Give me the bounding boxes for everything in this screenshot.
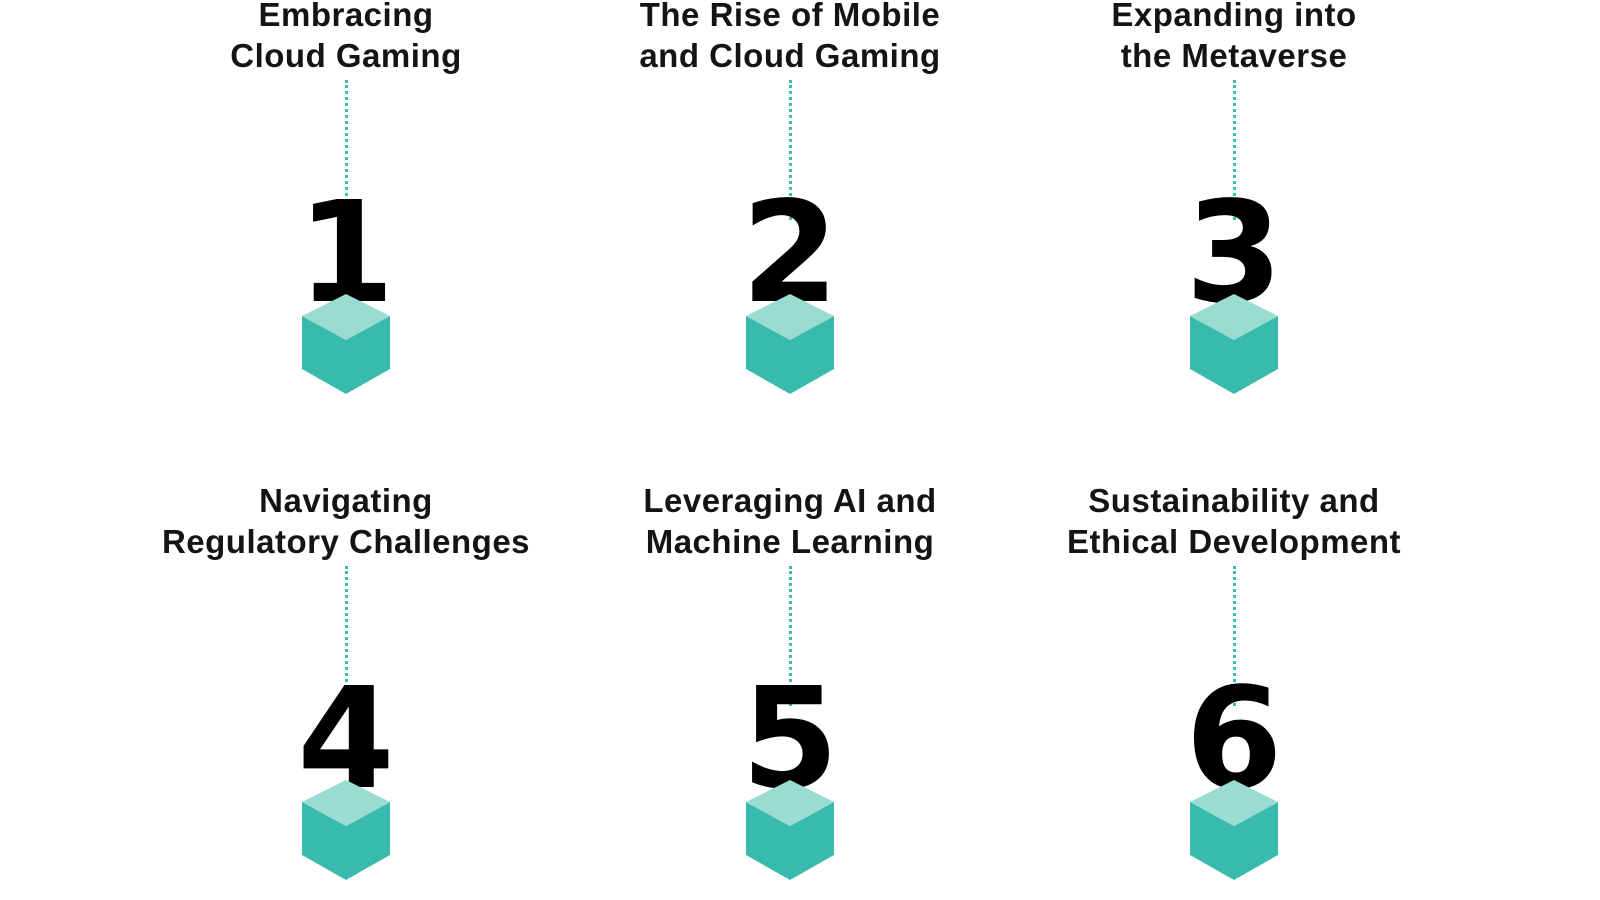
step-2-connector-line [789,80,792,220]
cube-icon [746,780,834,880]
step-5-title: Leveraging AI and Machine Learning [560,480,1020,562]
step-4: Navigating Regulatory Challenges 4 [116,480,576,900]
step-3-title: Expanding into the Metaverse [1004,0,1464,76]
step-1: Embracing Cloud Gaming 1 [116,0,576,414]
step-1-title: Embracing Cloud Gaming [116,0,576,76]
step-2-title-line2: and Cloud Gaming [639,37,941,74]
step-1-title-line1: Embracing [258,0,434,33]
step-2-title-line1: The Rise of Mobile [639,0,941,33]
cube-icon [1190,780,1278,880]
step-3-title-line2: the Metaverse [1120,37,1348,74]
step-1-title-line2: Cloud Gaming [230,37,462,74]
step-3-title-line1: Expanding into [1111,0,1357,33]
step-5-title-line2: Machine Learning [645,523,935,560]
step-5: Leveraging AI and Machine Learning 5 [560,480,1020,900]
cube-icon [302,780,390,880]
step-4-connector-line [345,566,348,706]
cube-icon [302,294,390,394]
step-3: Expanding into the Metaverse 3 [1004,0,1464,414]
step-6-title: Sustainability and Ethical Development [1004,480,1464,562]
step-5-title-line1: Leveraging AI and [643,482,937,519]
step-4-title-line1: Navigating [259,482,433,519]
cube-icon [1190,294,1278,394]
step-6-title-line1: Sustainability and [1088,482,1380,519]
step-1-connector-line [345,80,348,220]
step-6-title-line2: Ethical Development [1066,523,1402,560]
cube-icon [746,294,834,394]
step-3-connector-line [1233,80,1236,220]
step-4-title: Navigating Regulatory Challenges [116,480,576,562]
step-6-connector-line [1233,566,1236,706]
step-2: The Rise of Mobile and Cloud Gaming 2 [560,0,1020,414]
step-2-title: The Rise of Mobile and Cloud Gaming [560,0,1020,76]
step-6: Sustainability and Ethical Development 6 [1004,480,1464,900]
step-5-connector-line [789,566,792,706]
step-4-title-line2: Regulatory Challenges [161,523,531,560]
